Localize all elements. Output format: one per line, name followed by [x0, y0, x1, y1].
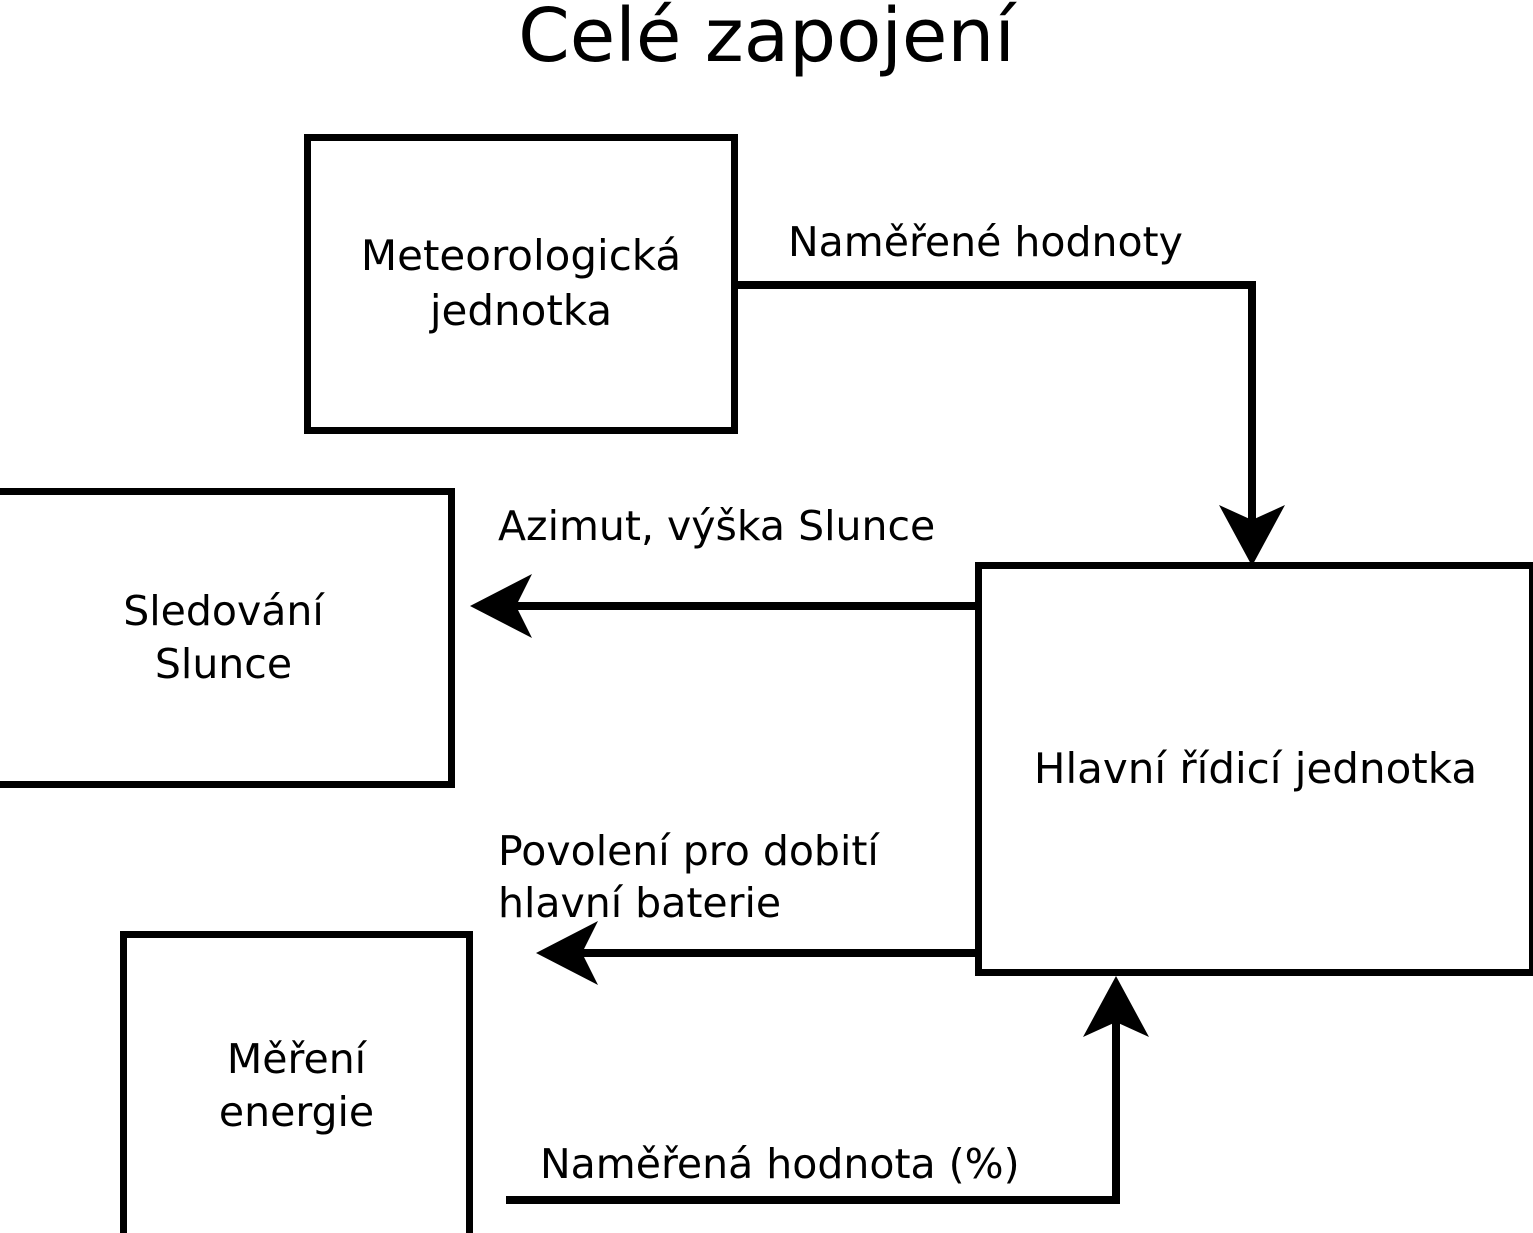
node-label: Měření energie	[218, 1034, 375, 1136]
edge-azimuth	[470, 574, 975, 638]
node-mereni-energie[interactable]: Měření energie	[120, 931, 473, 1233]
edge-measured-values	[738, 281, 1285, 566]
page-title: Celé zapojení	[518, 0, 1015, 79]
node-meteorologicka-jednotka[interactable]: Meteorologická jednotka	[304, 134, 738, 434]
edge-label-charge-permit: Povolení pro dobití hlavní baterie	[498, 827, 879, 928]
edge-measured-percent	[506, 976, 1149, 1204]
edge-charge-permit	[536, 921, 975, 985]
node-label: Meteorologická jednotka	[360, 231, 682, 335]
node-label: Hlavní řídicí jednotka	[1033, 743, 1478, 793]
node-hlavni-ridici-jednotka[interactable]: Hlavní řídicí jednotka	[975, 562, 1533, 976]
edge-label-azimuth: Azimut, výška Slunce	[498, 502, 936, 550]
edge-label-measured-percent: Naměřená hodnota (%)	[540, 1140, 1020, 1188]
node-label: Sledování Slunce	[123, 586, 324, 688]
edge-label-measured-values: Naměřené hodnoty	[788, 218, 1183, 266]
node-sledovani-slunce[interactable]: Sledování Slunce	[0, 488, 455, 788]
